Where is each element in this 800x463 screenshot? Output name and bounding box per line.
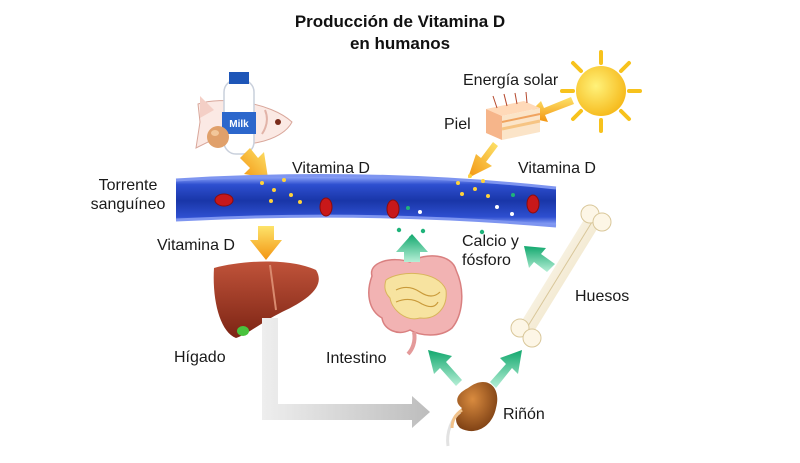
label-bloodstream-line-2: sanguíneo — [90, 196, 166, 213]
title-line-2: en humanos — [349, 34, 451, 53]
sun-icon — [560, 50, 642, 133]
vitamin-d-particles — [260, 174, 515, 216]
label-bloodstream-line-1: Torrente — [98, 177, 158, 194]
label-vitamin-d-liver: Vitamina D — [157, 237, 235, 254]
title-line-1: Producción de Vitamina D — [294, 12, 506, 31]
label-calcium-line-2: fósforo — [462, 252, 511, 269]
label-calcium-line-1: Calcio y — [462, 233, 519, 250]
bone-icon — [510, 204, 612, 348]
blood-to-liver-arrow — [250, 226, 282, 260]
food-sources-icon — [195, 72, 293, 155]
label-liver: Hígado — [174, 349, 226, 366]
food-to-blood-arrow — [240, 148, 268, 178]
label-kidney: Riñón — [503, 406, 545, 423]
bone-to-blood-arrow — [524, 246, 555, 272]
kidney-to-bone-arrow — [490, 350, 522, 388]
label-solar-energy: Energía solar — [463, 72, 559, 89]
liver-icon — [213, 261, 319, 338]
skin-block-icon — [486, 91, 541, 140]
label-bones: Huesos — [575, 288, 630, 305]
milk-label: Milk — [229, 119, 249, 130]
kidney-to-intestine-arrow — [428, 350, 462, 386]
intestine-icon — [368, 255, 463, 356]
intestine-to-blood-arrow — [396, 234, 428, 262]
label-intestine: Intestino — [326, 350, 387, 367]
skin-to-blood-arrow — [468, 142, 498, 178]
label-skin: Piel — [444, 116, 471, 133]
label-vitamin-d-skin: Vitamina D — [518, 160, 596, 177]
blood-vessel — [175, 174, 557, 228]
red-blood-cells — [214, 193, 540, 219]
label-vitamin-d-food: Vitamina D — [292, 160, 370, 177]
kidney-icon — [446, 381, 498, 447]
liver-to-kidney-arrow — [262, 318, 430, 428]
